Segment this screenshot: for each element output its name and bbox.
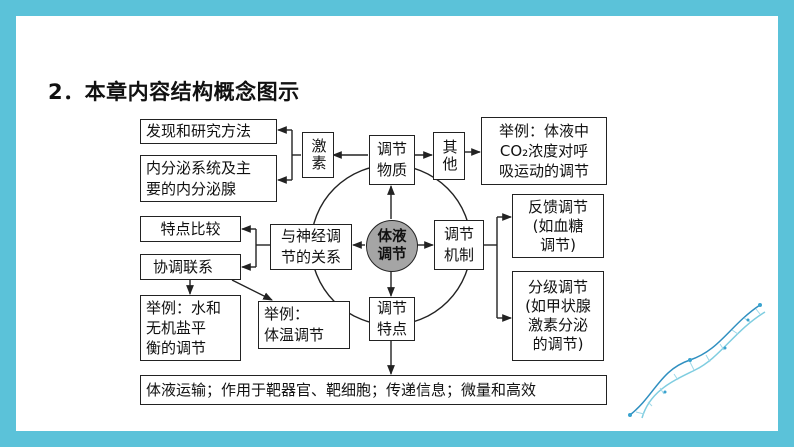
node-feedback-regulation: 反馈调节 (如血糖 调节) — [512, 194, 604, 258]
hub-regulatory-substance-label: 调节 物质 — [376, 140, 407, 179]
node-discovery-methods: 发现和研究方法 — [140, 119, 277, 144]
node-discovery-label: 发现和研究方法 — [146, 122, 252, 140]
hub-characteristics: 调节 特点 — [369, 297, 415, 341]
node-example-temperature: 举例： 体温调节 — [258, 301, 350, 349]
node-coordination: 协调联系 — [140, 254, 241, 280]
node-example-water-salt: 举例：水和 无机盐平 衡的调节 — [140, 295, 241, 361]
center-node-label: 体液 调节 — [377, 229, 407, 263]
node-hierarchical-label: 分级调节 (如甲状腺 激素分泌 的调节) — [525, 278, 591, 353]
hub-regulatory-substance: 调节 物质 — [369, 135, 415, 185]
node-example-co2-label: 举例：体液中 CO₂浓度对呼 吸运动的调节 — [498, 122, 589, 180]
node-coordinate-label: 协调联系 — [153, 257, 214, 276]
hub-mechanism-label: 调节 机制 — [443, 225, 474, 264]
center-node-humoral-regulation: 体液 调节 — [366, 220, 418, 272]
node-example-water-label: 举例：水和 无机盐平 衡的调节 — [146, 299, 222, 357]
hub-mechanism: 调节 机制 — [434, 220, 484, 270]
node-example-co2: 举例：体液中 CO₂浓度对呼 吸运动的调节 — [481, 117, 607, 185]
node-feedback-label: 反馈调节 (如血糖 调节) — [527, 197, 588, 254]
page-title: 2．本章内容结构概念图示 — [48, 80, 300, 104]
node-summary-label: 体液运输；作用于靶器官、靶细胞；传递信息；微量和高效 — [146, 380, 537, 399]
dna-helix-icon — [628, 303, 766, 419]
node-feature-comparison: 特点比较 — [140, 216, 241, 242]
node-characteristics-summary: 体液运输；作用于靶器官、靶细胞；传递信息；微量和高效 — [140, 375, 607, 405]
hub-characteristics-label: 调节 特点 — [376, 299, 407, 338]
node-other-label: 其他 — [440, 139, 459, 173]
hub-relation-with-nervous: 与神经调 节的关系 — [270, 224, 352, 270]
node-example-temp-label: 举例： 体温调节 — [264, 305, 325, 344]
node-hormone: 激素 — [302, 132, 334, 178]
node-other: 其他 — [433, 132, 465, 180]
node-endocrine-system: 内分泌系统及主 要的内分泌腺 — [140, 155, 277, 202]
node-endocrine-label: 内分泌系统及主 要的内分泌腺 — [146, 158, 252, 198]
node-hormone-label: 激素 — [309, 138, 328, 172]
hub-relation-label: 与神经调 节的关系 — [280, 227, 341, 266]
arrow-coordinate-to-temp — [231, 279, 273, 301]
node-hierarchical-regulation: 分级调节 (如甲状腺 激素分泌 的调节) — [512, 271, 604, 361]
node-compare-label: 特点比较 — [160, 219, 221, 238]
